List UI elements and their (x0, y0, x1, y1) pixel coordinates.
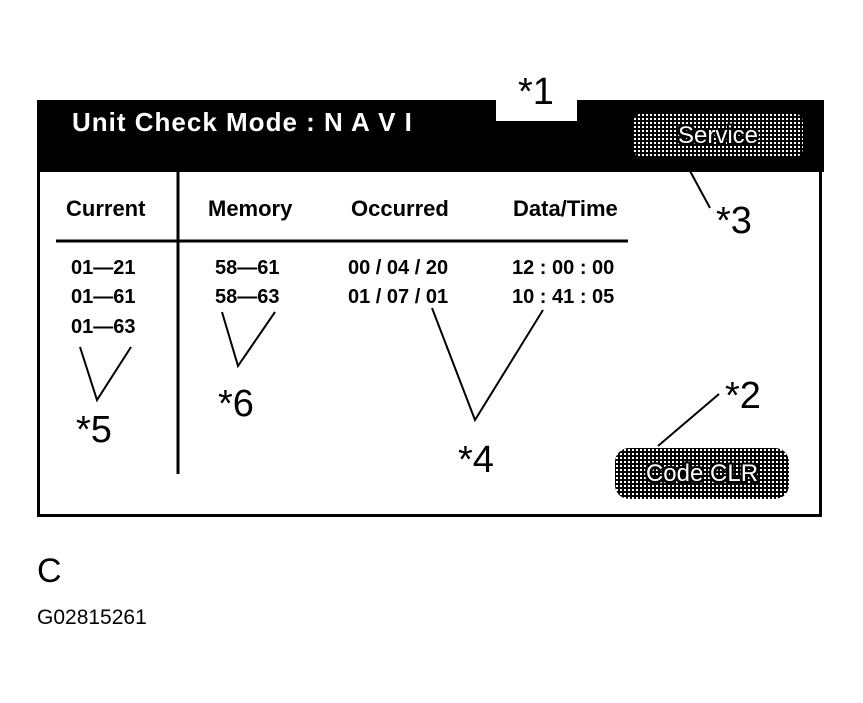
column-header-datetime: Data/Time (513, 196, 618, 221)
service-button[interactable]: Service (633, 113, 803, 158)
screen-title: Unit Check Mode : N A V I (72, 107, 413, 137)
code-clr-button-label: Code CLR (645, 459, 759, 487)
callout-5: *5 (76, 409, 112, 451)
callout-3: *3 (716, 200, 752, 242)
memory-code: 58—61 (215, 257, 280, 279)
figure-letter: C (37, 552, 62, 590)
leader-c6 (221, 311, 276, 369)
current-code: 01—21 (71, 257, 136, 279)
datetime-value: 12 : 00 : 00 (512, 257, 615, 279)
figure-code: G02815261 (37, 606, 147, 629)
callout-1: *1 (518, 71, 554, 113)
column-header-memory: Memory (208, 196, 293, 221)
current-code: 01—63 (71, 316, 136, 338)
current-code: 01—61 (71, 286, 136, 308)
occurred-date: 00 / 04 / 20 (348, 257, 449, 279)
code-clr-button[interactable]: Code CLR (615, 448, 789, 499)
callout-4: *4 (458, 439, 494, 481)
service-button-label: Service (677, 121, 759, 149)
occurred-date: 01 / 07 / 01 (348, 286, 449, 308)
column-header-occurred: Occurred (351, 196, 449, 221)
leader-c4 (431, 307, 544, 423)
callout-2: *2 (725, 375, 761, 417)
callout-6: *6 (218, 383, 254, 425)
leader-c2 (657, 393, 720, 447)
memory-code: 58—63 (215, 286, 280, 308)
column-header-current: Current (66, 196, 146, 221)
header-notch (496, 96, 577, 121)
datetime-value: 10 : 41 : 05 (512, 286, 615, 308)
leader-c5 (79, 346, 132, 403)
leader-c3 (689, 170, 711, 209)
